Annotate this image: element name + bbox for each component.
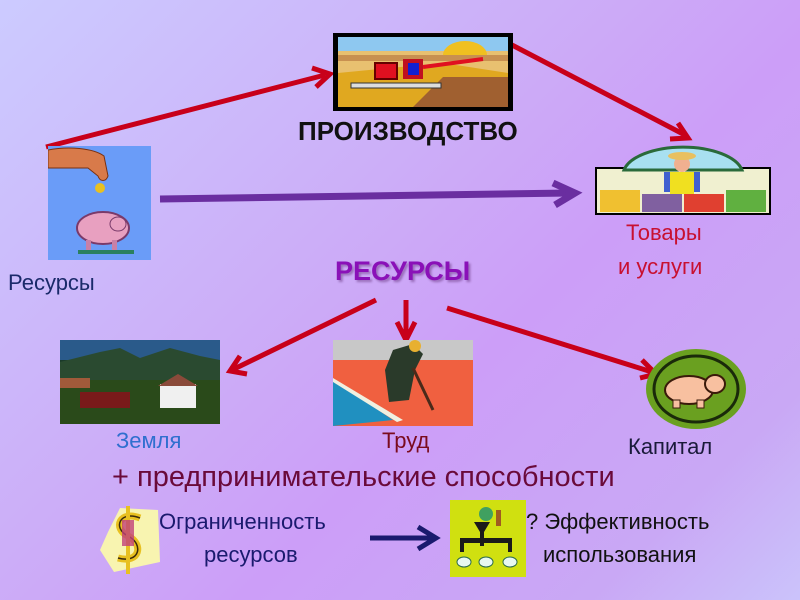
goods-label-line2: и услуги: [618, 254, 703, 279]
resources-heading: РЕСУРСЫ: [335, 256, 471, 286]
goods-label-line1: Товары: [626, 220, 702, 245]
arrow-resources-to-production: [45, 65, 335, 150]
entrepreneurship-text: + предпринимательские способности: [112, 461, 615, 493]
piggy-bank-resources-image: [48, 146, 151, 260]
production-title: ПРОИЗВОДСТВО: [298, 116, 518, 146]
capital-pig-badge-image: [645, 348, 747, 430]
efficiency-line2: использования: [543, 542, 697, 567]
factor-capital-label: Капитал: [628, 434, 713, 459]
dollar-sign-clipart: [100, 502, 160, 576]
arrow-to-capital: [446, 305, 661, 381]
labor-worker-image: [333, 340, 473, 426]
arrow-to-labor: [394, 300, 418, 346]
factor-labor-label: Труд: [382, 428, 430, 453]
land-farmland-image: [60, 340, 220, 424]
scarcity-line2: ресурсов: [204, 542, 298, 567]
arrow-resources-to-goods: [159, 179, 583, 209]
factor-land-label: Земля: [116, 428, 182, 453]
resources-left-label: Ресурсы: [8, 270, 95, 295]
scarcity-line1: Ограниченность: [159, 509, 326, 534]
arrow-to-land: [225, 297, 378, 377]
efficiency-line1: ? Эффективность: [526, 509, 710, 534]
arrow-scarcity-to-efficiency: [370, 524, 441, 552]
efficiency-machine-image: [450, 500, 526, 577]
arrow-production-to-goods: [510, 42, 693, 142]
production-harvester-image: [333, 33, 513, 111]
market-vendor-image: [594, 142, 772, 216]
